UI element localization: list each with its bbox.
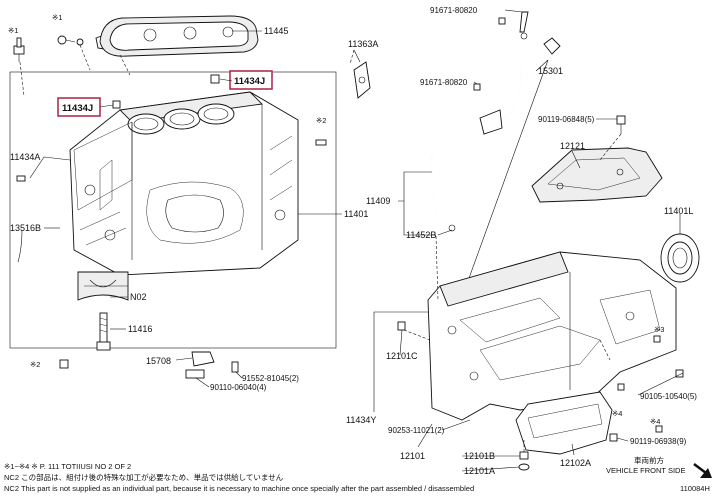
label-91671-mid: 91671-80820 — [420, 78, 468, 87]
gasket-12101A — [518, 463, 530, 471]
bolt-91671-top — [498, 17, 506, 25]
bracket-15708 — [185, 351, 215, 379]
label-11416: 11416 — [128, 324, 152, 334]
label-90110: 90110-06040(4) — [210, 383, 267, 392]
label-13516B: 13516B — [10, 223, 41, 233]
part-labels: 11445 11434J 11434J 11434A 13516B 11401 … — [10, 6, 697, 476]
stud-bolt-91552 — [231, 361, 239, 373]
oring-11452B — [448, 224, 456, 232]
dipstick-handle-top — [519, 11, 529, 40]
baffle-plate-12121 — [531, 147, 663, 203]
footer-nc2-en: NC2 This part is not supplied as an indi… — [4, 484, 474, 493]
oil-seal-11401L — [660, 233, 700, 283]
footer-notes: ※1~※4 ※ P. 111 TOTIIUSI NO 2 OF 2 NC2 この… — [4, 455, 710, 493]
tube-13516B — [17, 229, 23, 263]
label-11452B: 11452B — [406, 230, 436, 240]
label-91552: 91552-81045(2) — [242, 374, 299, 383]
mark-2b: ※2 — [30, 360, 40, 369]
bolt-small-x3 — [653, 335, 661, 343]
mark-1b: ※1 — [52, 13, 62, 22]
label-12101A: 12101A — [464, 466, 495, 476]
dowel-pin-left — [16, 175, 26, 182]
bolt-small-x4a — [617, 383, 625, 391]
label-90253: 90253-11021(2) — [388, 426, 445, 435]
bolt-part-top — [57, 35, 84, 46]
oil-dipstick-15301 — [463, 37, 561, 293]
label-11434J-left: 11434J — [62, 103, 93, 114]
mark-1a: ※1 — [8, 26, 18, 35]
bolt-12101C — [397, 321, 406, 331]
label-11409: 11409 — [366, 196, 390, 206]
oil-pan-upper-12101 — [427, 251, 677, 421]
label-11434Y: 11434Y — [346, 415, 376, 425]
bearing-cap-N02 — [77, 271, 129, 301]
bolt-90119-a — [616, 115, 626, 134]
label-12121: 12121 — [560, 141, 585, 151]
footer-note-marks: ※1~※4 ※ P. 111 TOTIIUSI NO 2 OF 2 — [4, 462, 131, 471]
label-N02: N02 — [130, 292, 147, 302]
mark-4a: ※4 — [612, 409, 622, 418]
label-91671-top: 91671-80820 — [430, 6, 478, 15]
footer-nc2-jp: NC2 この部品は、組付け後の特殊な加工が必要なため、単品では供給していません — [4, 472, 284, 482]
oil-pan-lower-12102A — [515, 391, 613, 455]
cylinder-block-frame — [9, 71, 337, 349]
bolt-small-x4b — [655, 425, 663, 433]
dipstick-guide-11452B — [431, 59, 522, 226]
label-15301: 15301 — [538, 66, 563, 76]
small-nut-bottom-left — [59, 359, 69, 369]
label-11363A: 11363A — [348, 39, 378, 49]
label-90119-b: 90119-06938(9) — [630, 437, 687, 446]
vehicle-front-label-jp: 車両前方 — [634, 455, 664, 465]
highlight-box-11434J-right — [229, 70, 273, 90]
label-11401: 11401 — [344, 209, 368, 219]
drain-plug-12101B — [519, 451, 529, 460]
reference-marks: ※1 ※1 ※2 ※2 ※3 ※4 ※4 — [8, 13, 664, 426]
cylinder-block-11401 — [69, 91, 299, 276]
vehicle-front-label-en: VEHICLE FRONT SIDE — [606, 466, 685, 475]
mark-4b: ※4 — [650, 417, 660, 426]
label-12101C: 12101C — [386, 351, 418, 361]
label-11401L: 11401L — [664, 206, 693, 216]
label-12101B: 12101B — [464, 451, 495, 461]
label-11434J-right: 11434J — [234, 76, 265, 87]
bracket-11363A — [353, 61, 371, 99]
sensor-part-top-left — [13, 37, 25, 62]
leader-lines — [19, 9, 684, 472]
label-11445: 11445 — [264, 26, 288, 36]
label-11434A: 11434A — [10, 152, 40, 162]
plug-11434J-right — [210, 74, 220, 84]
label-90119-a: 90119-06848(5) — [538, 115, 595, 124]
mark-3: ※3 — [654, 325, 664, 334]
timing-cover-gasket-11445 — [99, 15, 259, 57]
bolt-11416 — [96, 312, 111, 351]
bolt-90105 — [675, 369, 684, 378]
plug-11434J-left — [112, 100, 121, 109]
bolt-91671-mid — [473, 83, 481, 91]
bolt-90119-b — [609, 433, 618, 442]
label-12102A: 12102A — [560, 458, 591, 468]
mark-2a: ※2 — [316, 116, 326, 125]
dowel-pin-right — [315, 139, 327, 146]
label-12101: 12101 — [400, 451, 425, 461]
vehicle-front-arrow-icon — [693, 462, 712, 478]
diagram-code: 110084H — [680, 484, 710, 493]
label-15708: 15708 — [146, 356, 171, 366]
label-90105: 90105-10540(5) — [640, 392, 697, 401]
